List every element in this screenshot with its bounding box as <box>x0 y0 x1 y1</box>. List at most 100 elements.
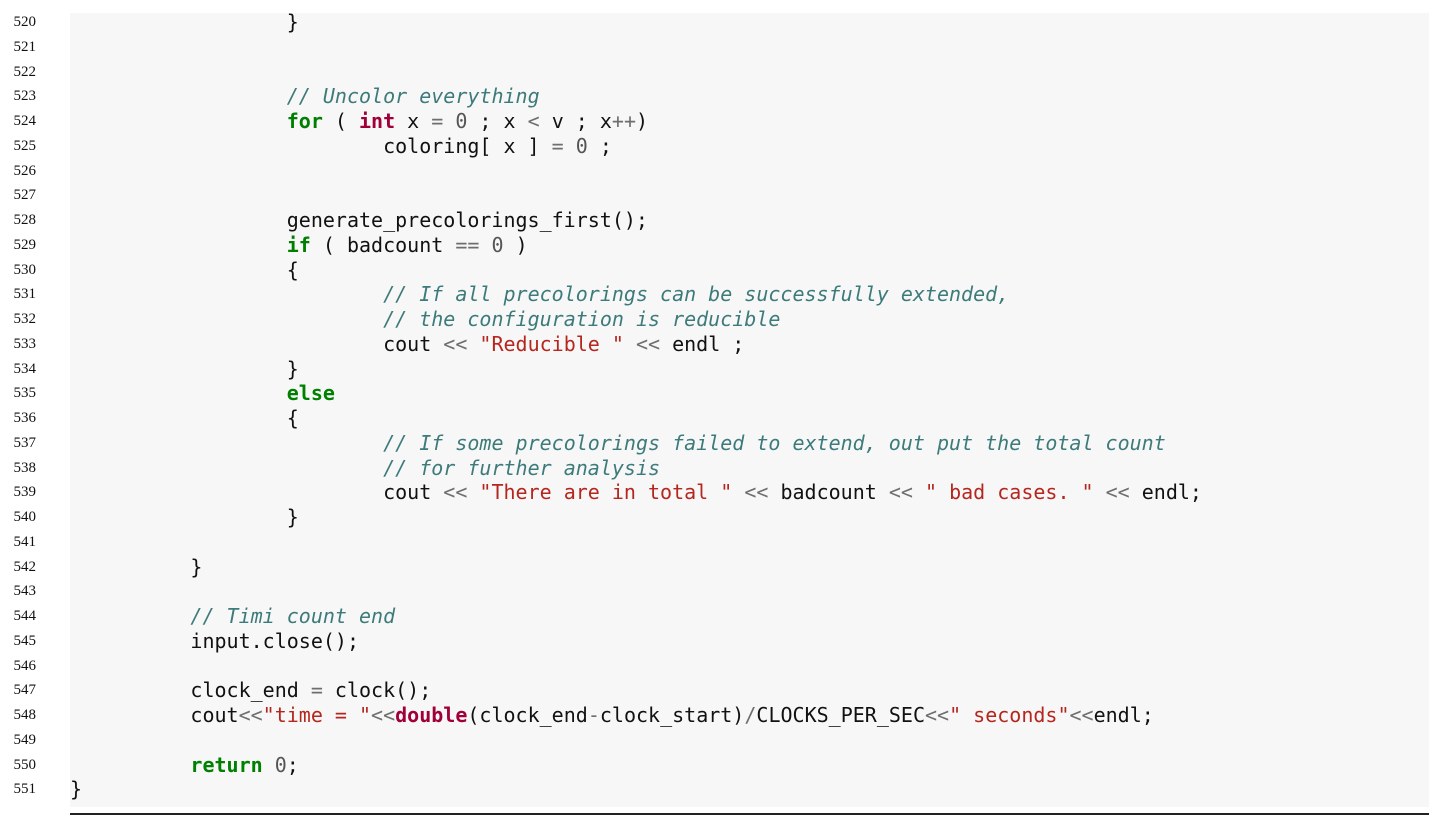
code-line: 547 clock_end = clock(); <box>0 678 1444 703</box>
code-token <box>70 233 287 257</box>
code-line: 529 if ( badcount == 0 ) <box>0 233 1444 258</box>
code-text: return 0; <box>70 752 298 778</box>
line-number: 543 <box>13 583 37 600</box>
line-number: 528 <box>13 212 37 228</box>
code-token <box>564 134 576 158</box>
code-token: // for further analysis <box>383 455 661 480</box>
code-token: 0 <box>491 232 504 257</box>
code-token <box>467 480 479 504</box>
code-token <box>70 456 383 480</box>
code-token: << <box>443 331 468 356</box>
code-token: } <box>70 356 299 381</box>
code-token <box>263 753 275 777</box>
code-token: // Uncolor everything <box>286 84 540 109</box>
code-token: = <box>310 678 323 703</box>
code-token: 0 <box>274 752 287 777</box>
code-token: v ; x <box>539 109 612 133</box>
code-token: clock_start) <box>599 703 745 727</box>
code-line: 535 else <box>0 381 1444 406</box>
code-token: / <box>744 703 757 727</box>
code-line: 521 <box>0 35 1444 60</box>
code-line: 549 <box>0 728 1444 753</box>
code-line: 548 cout<<"time = "<<double(clock_end-cl… <box>0 703 1444 728</box>
code-token <box>467 332 479 356</box>
line-number: 547 <box>13 682 37 699</box>
code-token: ) <box>503 232 528 257</box>
code-text: if ( badcount == 0 ) <box>70 233 528 258</box>
code-text: // the configuration is reducible <box>70 307 780 332</box>
code-line: 541 <box>0 530 1444 555</box>
code-line: 546 <box>0 654 1444 679</box>
code-token: return <box>190 752 263 777</box>
code-line: 542 } <box>0 555 1444 580</box>
line-number: 551 <box>13 781 37 798</box>
code-token: = <box>551 133 564 158</box>
code-token <box>70 307 383 331</box>
code-token <box>624 332 636 356</box>
line-number: 530 <box>13 261 37 278</box>
code-token: << <box>924 703 950 727</box>
code-token: cout <box>70 703 239 727</box>
code-token: < <box>527 109 540 133</box>
code-token <box>70 381 287 405</box>
code-background <box>70 13 1429 807</box>
code-token: endl; <box>1129 480 1202 505</box>
code-token: clock(); <box>322 678 432 703</box>
code-text: } <box>70 555 202 580</box>
code-line: 526 <box>0 159 1444 184</box>
code-token: cout <box>70 480 444 505</box>
code-text: input.close(); <box>70 629 359 654</box>
code-token: == <box>455 232 480 257</box>
code-token: ( badcount <box>310 232 456 257</box>
line-number: 527 <box>13 187 37 204</box>
code-token: "Reducible " <box>479 331 624 356</box>
code-token <box>732 480 744 504</box>
code-token <box>70 604 190 628</box>
line-number: 526 <box>13 162 37 179</box>
code-token: generate_precolorings_first(); <box>70 208 648 232</box>
line-number: 529 <box>13 236 37 253</box>
code-token: "There are in total " <box>479 480 733 505</box>
line-number: 546 <box>13 657 37 674</box>
line-number: 544 <box>13 608 37 624</box>
code-token: coloring[ x ] <box>70 133 552 158</box>
code-token: if <box>286 232 311 257</box>
code-token: input.close(); <box>70 628 359 653</box>
code-token: ++ <box>611 109 636 133</box>
line-number: 541 <box>13 533 37 550</box>
code-text: // If some precolorings failed to extend… <box>70 431 1166 456</box>
code-text: } <box>70 10 299 35</box>
line-number: 534 <box>13 360 37 377</box>
code-token: 0 <box>455 109 468 133</box>
line-number: 537 <box>13 434 37 451</box>
code-line: 522 <box>0 60 1444 85</box>
code-token: } <box>70 10 299 34</box>
code-token: { <box>70 257 299 282</box>
code-token: // If all precolorings can be successful… <box>383 282 1010 307</box>
line-number: 532 <box>13 311 37 327</box>
code-text: clock_end = clock(); <box>70 678 431 703</box>
code-text: // Timi count end <box>70 604 395 629</box>
code-token: CLOCKS_PER_SEC <box>756 703 925 727</box>
code-token: int <box>359 109 396 133</box>
code-token: "time = " <box>262 703 372 727</box>
line-number: 524 <box>13 113 37 129</box>
code-token: << <box>443 480 468 505</box>
code-token: } <box>70 554 203 579</box>
code-line: 550 return 0; <box>0 753 1444 778</box>
code-line: 534 } <box>0 357 1444 382</box>
code-text: } <box>70 357 299 382</box>
line-number: 550 <box>13 756 37 773</box>
code-token: << <box>238 703 263 727</box>
code-line: 533 cout << "Reducible " << endl ; <box>0 332 1444 357</box>
code-token <box>1094 480 1106 504</box>
code-token: << <box>744 480 769 505</box>
code-text: for ( int x = 0 ; x < v ; x++) <box>70 109 648 134</box>
code-line: 540 } <box>0 505 1444 530</box>
code-token <box>443 109 455 133</box>
code-line: 532 // the configuration is reducible <box>0 307 1444 332</box>
code-line: 527 <box>0 183 1444 208</box>
code-text: else <box>70 381 335 406</box>
code-text: } <box>70 505 299 530</box>
